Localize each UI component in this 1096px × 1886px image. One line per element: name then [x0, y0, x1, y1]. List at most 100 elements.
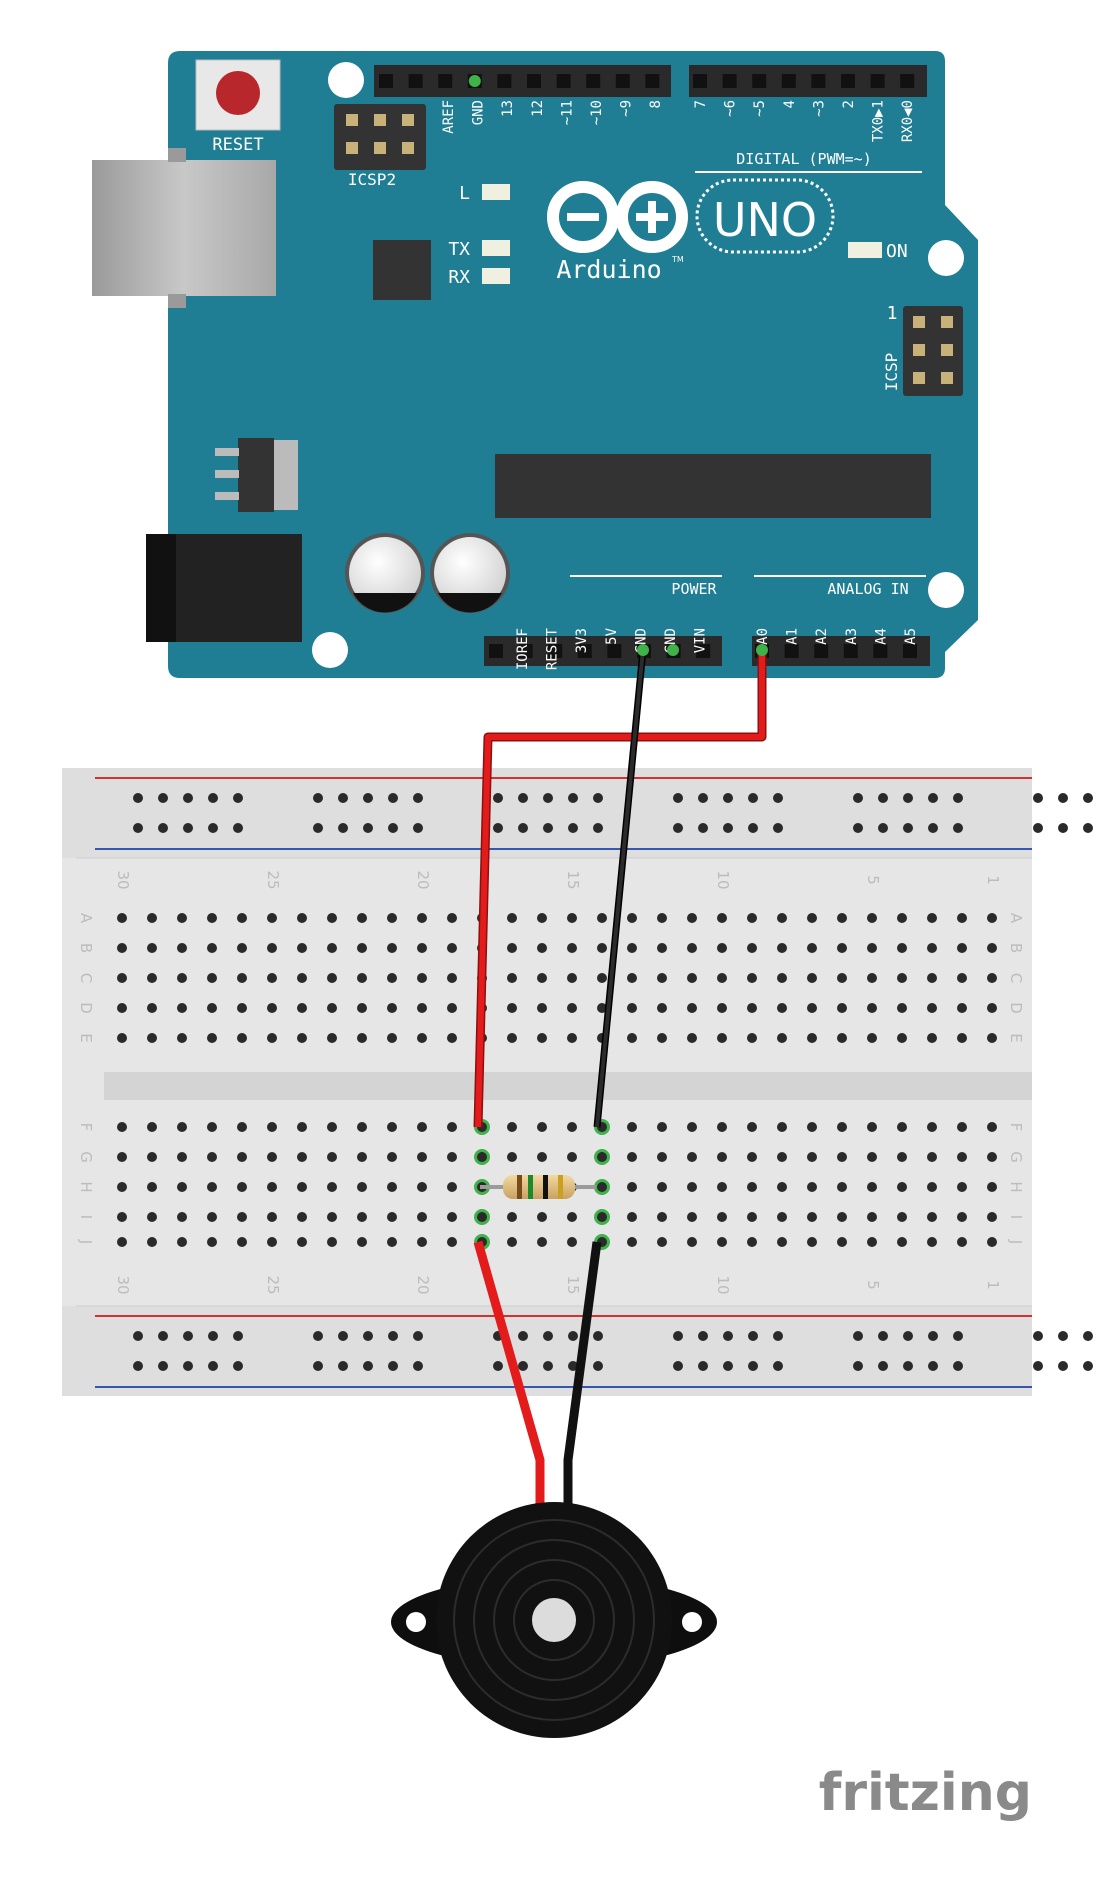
breadboard-hole: [207, 943, 217, 953]
breadboard-hole: [957, 1212, 967, 1222]
rail-hole: [953, 1361, 963, 1371]
breadboard-hole: [417, 913, 427, 923]
breadboard-hole: [687, 1122, 697, 1132]
breadboard-hole: [777, 1237, 787, 1247]
row-letter: C: [77, 973, 95, 983]
icsp-pin1-label: 1: [887, 303, 898, 324]
header-pin: [489, 644, 503, 658]
rail-hole: [543, 1361, 553, 1371]
breadboard-hole: [447, 943, 457, 953]
header-pin: [402, 142, 414, 154]
breadboard-hole: [657, 1152, 667, 1162]
breadboard-hole: [207, 913, 217, 923]
usb-tab: [168, 148, 186, 162]
breadboard-hole: [237, 1182, 247, 1192]
breadboard-hole: [987, 1003, 997, 1013]
rail-hole: [928, 793, 938, 803]
breadboard-hole: [837, 913, 847, 923]
rail-hole: [363, 793, 373, 803]
rail-hole: [158, 1361, 168, 1371]
breadboard-hole: [537, 943, 547, 953]
row-letter: B: [1007, 943, 1025, 953]
row-letter: D: [77, 1002, 95, 1014]
breadboard-hole: [357, 973, 367, 983]
breadboard-hole: [177, 1152, 187, 1162]
rail-hole: [1083, 1361, 1093, 1371]
header-pin: [408, 74, 423, 88]
breadboard-hole: [657, 1237, 667, 1247]
on-label: ON: [886, 241, 908, 262]
row-letter: B: [77, 943, 95, 953]
breadboard-hole: [597, 943, 607, 953]
pin-highlight: [667, 644, 679, 656]
breadboard-hole: [597, 1182, 607, 1192]
rail-hole: [568, 823, 578, 833]
breadboard-hole: [177, 1003, 187, 1013]
breadboard-hole: [717, 1033, 727, 1043]
rail-hole: [518, 793, 528, 803]
rail-hole: [673, 1361, 683, 1371]
header-pin: [548, 644, 563, 658]
breadboard-hole: [597, 1152, 607, 1162]
breadboard-hole: [777, 973, 787, 983]
row-letter: F: [1007, 1123, 1025, 1132]
header-pin: [841, 74, 855, 88]
rail-hole: [1033, 823, 1043, 833]
breadboard-hole: [387, 1122, 397, 1132]
header-pin: [607, 644, 622, 658]
row-letter: F: [77, 1123, 95, 1132]
breadboard-hole: [777, 913, 787, 923]
breadboard-hole: [417, 973, 427, 983]
breadboard-hole: [177, 1033, 187, 1043]
breadboard-hole: [777, 1003, 787, 1013]
row-letter: E: [77, 1033, 95, 1042]
rail-hole: [723, 1331, 733, 1341]
breadboard-hole: [807, 1237, 817, 1247]
analog-label: ANALOG IN: [827, 580, 908, 598]
breadboard-hole: [177, 1182, 187, 1192]
rail-hole: [338, 793, 348, 803]
breadboard-hole: [117, 1237, 127, 1247]
breadboard-hole: [687, 1003, 697, 1013]
pin-label: TX0▶1: [871, 100, 887, 142]
breadboard-hole: [627, 1182, 637, 1192]
breadboard-hole: [207, 1003, 217, 1013]
column-number: 10: [714, 1275, 732, 1294]
breadboard-hole: [567, 913, 577, 923]
header-pin: [518, 644, 533, 658]
column-number: 15: [564, 870, 582, 889]
uno-badge: [695, 178, 835, 254]
breadboard-hole: [957, 1237, 967, 1247]
usb-tab: [168, 294, 186, 308]
header-pin: [527, 74, 541, 88]
breadboard-hole: [717, 1003, 727, 1013]
rail-hole: [183, 823, 193, 833]
breadboard-hole: [987, 1033, 997, 1043]
rail-hole: [413, 793, 423, 803]
breadboard-hole: [687, 1152, 697, 1162]
rail-hole: [773, 1361, 783, 1371]
breadboard-hole: [747, 1122, 757, 1132]
header-pin: [913, 316, 925, 328]
breadboard-hole: [117, 1182, 127, 1192]
breadboard-hole: [777, 1212, 787, 1222]
column-number: 30: [114, 1275, 132, 1294]
breadboard-hole: [357, 1182, 367, 1192]
column-number: 1: [984, 1280, 1002, 1290]
breadboard-hole: [897, 913, 907, 923]
pin-label: 2: [841, 100, 857, 108]
breadboard-hole: [957, 1122, 967, 1132]
breadboard-hole: [357, 1122, 367, 1132]
reset-button-cap[interactable]: [216, 71, 260, 115]
breadboard-hole: [417, 1152, 427, 1162]
rail-hole: [183, 793, 193, 803]
breadboard-hole: [807, 913, 817, 923]
breadboard-hole: [657, 913, 667, 923]
breadboard-hole: [387, 913, 397, 923]
rail-hole: [543, 1331, 553, 1341]
rail-hole: [1058, 793, 1068, 803]
row-letter: H: [77, 1181, 95, 1192]
row-letter: I: [1007, 1215, 1025, 1219]
breadboard-hole: [897, 1033, 907, 1043]
breadboard-hole: [987, 1182, 997, 1192]
